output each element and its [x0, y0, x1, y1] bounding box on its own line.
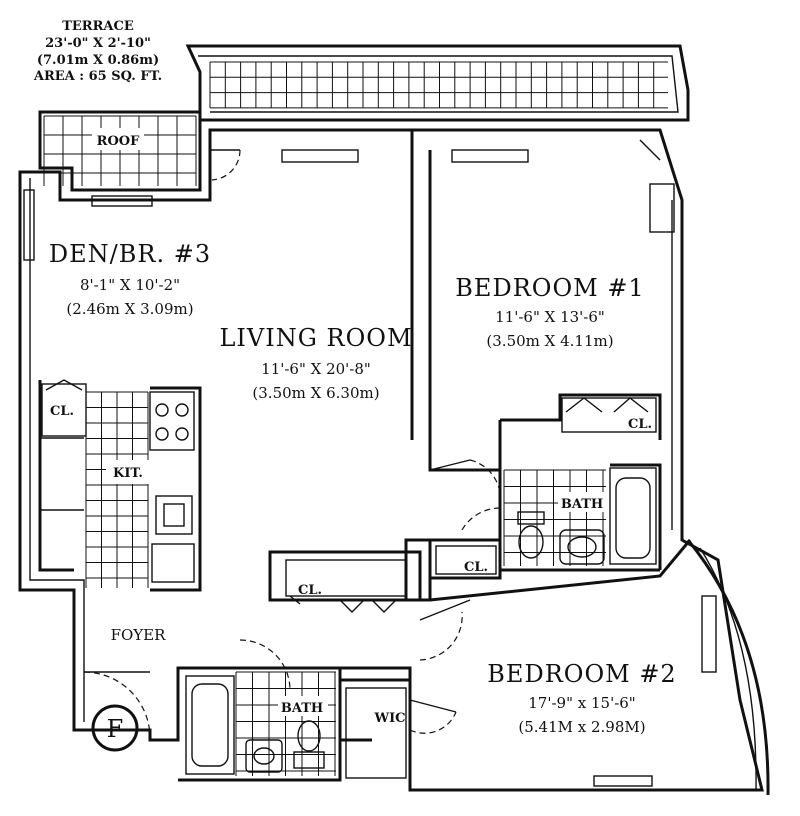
wic-area	[345, 687, 407, 779]
bedroom2-name: BEDROOM #2	[487, 660, 676, 688]
fridge-box-icon	[151, 543, 195, 583]
bedroom2-label-group: BEDROOM #2 17'-9" x 15'-6" (5.41M x 2.98…	[487, 660, 676, 736]
bath-sink-icon	[559, 529, 605, 565]
windows	[23, 149, 717, 787]
den-label-group: DEN/BR. #3 8'-1" X 10'-2" (2.46m X 3.09m…	[49, 240, 211, 318]
outer-walls	[18, 128, 770, 796]
den-dimensions-m: (2.46m X 3.09m)	[66, 300, 193, 318]
roof-area: ROOF	[38, 110, 202, 192]
bedroom2-dimensions-m: (5.41M x 2.98M)	[518, 718, 645, 736]
terrace-dimensions-ft: 23'-0" X 2'-10"	[45, 36, 151, 51]
kitchen-label: KIT.	[113, 466, 143, 481]
foyer-label: FOYER	[111, 626, 167, 644]
living-dimensions-m: (3.50m X 6.30m)	[252, 384, 379, 402]
wic-label: WIC	[373, 711, 405, 726]
roof-label: ROOF	[97, 134, 140, 149]
bedroom1-dimensions-m: (3.50m X 4.11m)	[486, 332, 613, 350]
den-closet-label: CL.	[50, 404, 74, 419]
fridge-letter: F	[107, 715, 124, 743]
kitchen: KIT. CL.	[41, 379, 195, 588]
bedroom2-dimensions-ft: 17'-9" x 15'-6"	[528, 694, 635, 712]
bath-bottom-label: BATH	[281, 701, 323, 716]
stove-icon	[149, 391, 195, 451]
bathtub-icon	[609, 467, 657, 565]
living-closet-label: CL.	[298, 583, 322, 598]
living-name: LIVING ROOM	[219, 324, 412, 352]
den-dimensions-ft: 8'-1" X 10'-2"	[80, 276, 180, 294]
terrace-area: AREA : 65 SQ. FT.	[33, 69, 162, 84]
bedroom1-label-group: BEDROOM #1 11'-6" X 13'-6" (3.50m X 4.11…	[455, 274, 644, 350]
bottom-sink-icon	[245, 739, 283, 773]
toilet-icon	[517, 511, 545, 525]
sink-icon	[155, 495, 193, 535]
living-dimensions-ft: 11'-6" X 20'-8"	[261, 360, 371, 378]
bedroom1-closet-label: CL.	[628, 417, 652, 432]
bath-top-label: BATH	[561, 497, 603, 512]
bath-top: BATH CL.	[503, 397, 657, 566]
terrace-title: TERRACE	[62, 19, 134, 34]
bedroom1-closet	[561, 397, 657, 433]
terrace-strip	[185, 44, 690, 122]
bedroom1-name: BEDROOM #1	[455, 274, 644, 302]
terrace-dimensions-m: (7.01m X 0.86m)	[37, 53, 159, 68]
bottom-bathtub-icon	[185, 675, 235, 775]
bedroom1-dimensions-ft: 11'-6" X 13'-6"	[495, 308, 605, 326]
fridge-symbol: F	[91, 704, 139, 752]
bottom-toilet-icon	[293, 751, 325, 769]
terrace-label-group: TERRACE 23'-0" X 2'-10" (7.01m X 0.86m) …	[33, 19, 162, 84]
den-name: DEN/BR. #3	[49, 240, 211, 268]
hall-closet-label: CL.	[464, 560, 488, 575]
doors	[83, 139, 661, 741]
interior-walls	[38, 130, 692, 782]
den-closet	[41, 383, 87, 437]
hall-closets: CL. CL.	[285, 545, 497, 613]
living-label-group: LIVING ROOM 11'-6" X 20'-8" (3.50m X 6.3…	[219, 324, 412, 402]
bath-bottom: BATH WIC	[185, 671, 407, 779]
